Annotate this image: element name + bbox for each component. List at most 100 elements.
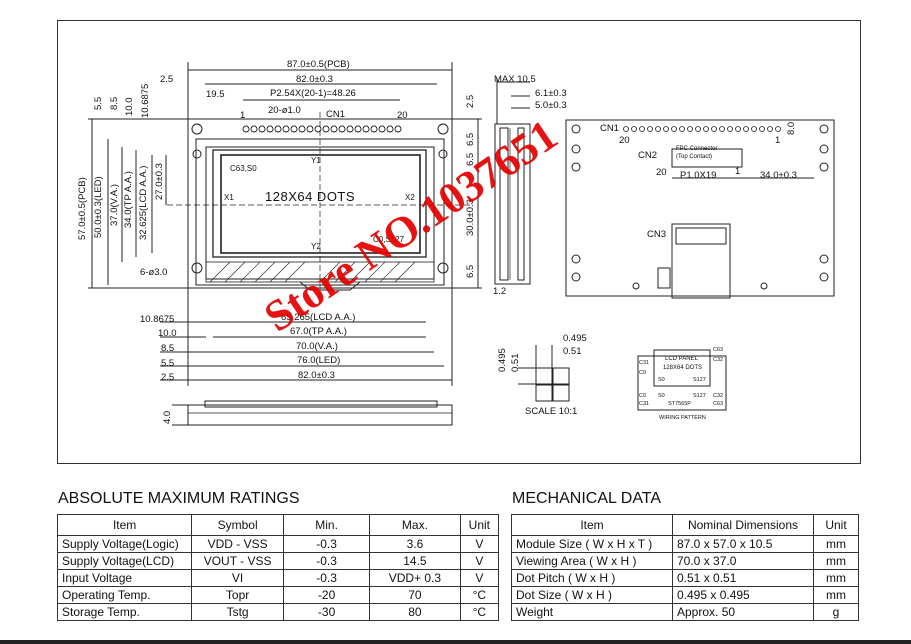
cell-symbol: Topr <box>191 586 284 604</box>
cell-item: Weight <box>511 603 673 621</box>
dim-6-5-right-c: 6.5 <box>465 264 476 278</box>
pin-20-label: 20 <box>397 110 408 121</box>
wiring-s0-top: S0 <box>658 377 665 383</box>
side-dim-1-2: 1.2 <box>493 286 507 297</box>
mech-title: MECHANICAL DATA <box>512 490 662 507</box>
display-dots-label: 128X64 DOTS <box>265 189 356 204</box>
axis-x1: X1 <box>224 193 234 202</box>
cell-unit: °C <box>459 586 500 604</box>
back-dim-8: 8.0 <box>786 121 797 135</box>
cell-unit: mm <box>813 569 859 587</box>
dim-thickness: 4.0 <box>162 410 173 424</box>
cell-unit: mm <box>813 552 859 570</box>
abs-max-title: ABSOLUTE MAXIMUM RATINGS <box>58 490 300 507</box>
col-unit: Unit <box>459 514 500 536</box>
cell-item: Storage Temp. <box>56 603 193 621</box>
col-max: Max. <box>369 514 461 536</box>
cell-item: Module Size ( W x H x T ) <box>511 535 673 553</box>
back-pin-20: 20 <box>619 135 630 146</box>
col-symbol: Symbol <box>191 514 284 536</box>
cell-unit: V <box>459 569 500 587</box>
dim-5-5-left: 5.5 <box>93 96 104 110</box>
dim-holes: 20-ø1.0 <box>268 105 301 116</box>
cell-symbol: VDD - VSS <box>191 535 284 553</box>
abs-max-header-row: Item Symbol Min. Max. Unit <box>56 514 500 536</box>
cell-max: 3.6 <box>369 535 461 553</box>
pixel-dim-0495-left: 0.495 <box>497 348 508 372</box>
dim-19-5: 19.5 <box>206 89 225 100</box>
wiring-dots: 128X64 DOTS <box>663 365 703 371</box>
wiring-s0-bottom: S0 <box>658 393 665 399</box>
mech-header-row: Item Nominal Dimensions Unit <box>511 514 859 536</box>
col-min: Min. <box>282 514 371 536</box>
dim-2-5-top: 2.5 <box>160 74 174 85</box>
cell-unit: °C <box>459 603 500 621</box>
cell-min: -30 <box>282 603 371 621</box>
back-cn2: CN2 <box>638 150 658 161</box>
cell-item: Viewing Area ( W x H ) <box>511 552 673 570</box>
dim-10-6875-left: 10.6875 <box>140 83 151 118</box>
cell-unit: mm <box>813 586 859 604</box>
cell-min: -20 <box>282 586 371 604</box>
col-item: Item <box>511 514 673 536</box>
cell-item: Operating Temp. <box>56 586 193 604</box>
col-dimensions: Nominal Dimensions <box>672 514 814 536</box>
dim-led-width: 76.0(LED) <box>297 355 341 366</box>
cell-item: Dot Size ( W x H ) <box>511 586 673 604</box>
dim-2-5-bottom: 2.5 <box>161 372 175 383</box>
wiring-c63-bottom: C63 <box>713 401 724 407</box>
dim-27: 27.0±0.3 <box>154 163 165 200</box>
pin-1-label: 1 <box>240 110 246 121</box>
cell-max: VDD+ 0.3 <box>369 569 461 587</box>
wiring-c31-bottom: C31 <box>639 401 650 407</box>
cell-min: -0.3 <box>282 535 371 553</box>
pixel-scale: SCALE 10:1 <box>525 406 578 417</box>
wiring-panel: LCD PANEL <box>665 356 698 362</box>
dim-5-5-bottom: 5.5 <box>161 358 175 369</box>
dim-82-bottom: 82.0±0.3 <box>298 370 335 381</box>
cell-symbol: Tstg <box>191 603 284 621</box>
side-dim-6-1: 6.1±0.3 <box>535 88 567 99</box>
dim-va-width: 70.0(V.A.) <box>296 341 338 352</box>
cell-item: Supply Voltage(LCD) <box>56 552 193 570</box>
back-dim-34: 34.0±0.3 <box>760 170 797 181</box>
side-dim-5-0: 5.0±0.3 <box>535 100 567 111</box>
back-pin-20-cn2: 20 <box>656 167 667 178</box>
cell-item: Input Voltage <box>56 569 193 587</box>
wiring-c31-top: C31 <box>639 360 650 366</box>
wiring-c32-bottom: C32 <box>713 393 724 399</box>
corner-label-c63: C63,S0 <box>230 164 257 173</box>
cell-max: 14.5 <box>369 552 461 570</box>
dim-va-height: 37.0(V.A.) <box>109 184 120 226</box>
cell-dimension: 87.0 x 57.0 x 10.5 <box>672 535 814 553</box>
pixel-dim-051-left: 0.51 <box>510 353 521 373</box>
cell-dimension: 0.51 x 0.51 <box>672 569 814 587</box>
wiring-ic: ST7565P <box>668 401 691 407</box>
dim-tp-aa-width: 67.0(TP A.A.) <box>290 326 347 337</box>
dim-82-width: 82.0±0.3 <box>296 74 333 85</box>
col-unit: Unit <box>813 514 859 536</box>
cell-unit: g <box>813 603 859 621</box>
cell-dimension: 70.0 x 37.0 <box>672 552 814 570</box>
cell-unit: V <box>459 552 500 570</box>
wiring-c0-bottom: C0 <box>639 393 647 399</box>
cell-unit: V <box>459 535 500 553</box>
pixel-dim-0495-top: 0.495 <box>563 333 587 344</box>
wiring-s127-top: S127 <box>693 377 706 383</box>
cell-max: 80 <box>369 603 461 621</box>
dim-10-left: 10.0 <box>124 97 135 117</box>
back-top-contact: (Top Contact) <box>676 154 713 160</box>
wiring-c63-top: C63 <box>713 347 724 353</box>
cell-unit: mm <box>813 535 859 553</box>
dim-10-8675-bottom: 10.8675 <box>140 314 175 325</box>
cn1-label: CN1 <box>326 109 346 120</box>
back-pin-1: 1 <box>775 135 781 146</box>
dim-tp-height: 34.0(TP A.A.) <box>123 171 134 228</box>
